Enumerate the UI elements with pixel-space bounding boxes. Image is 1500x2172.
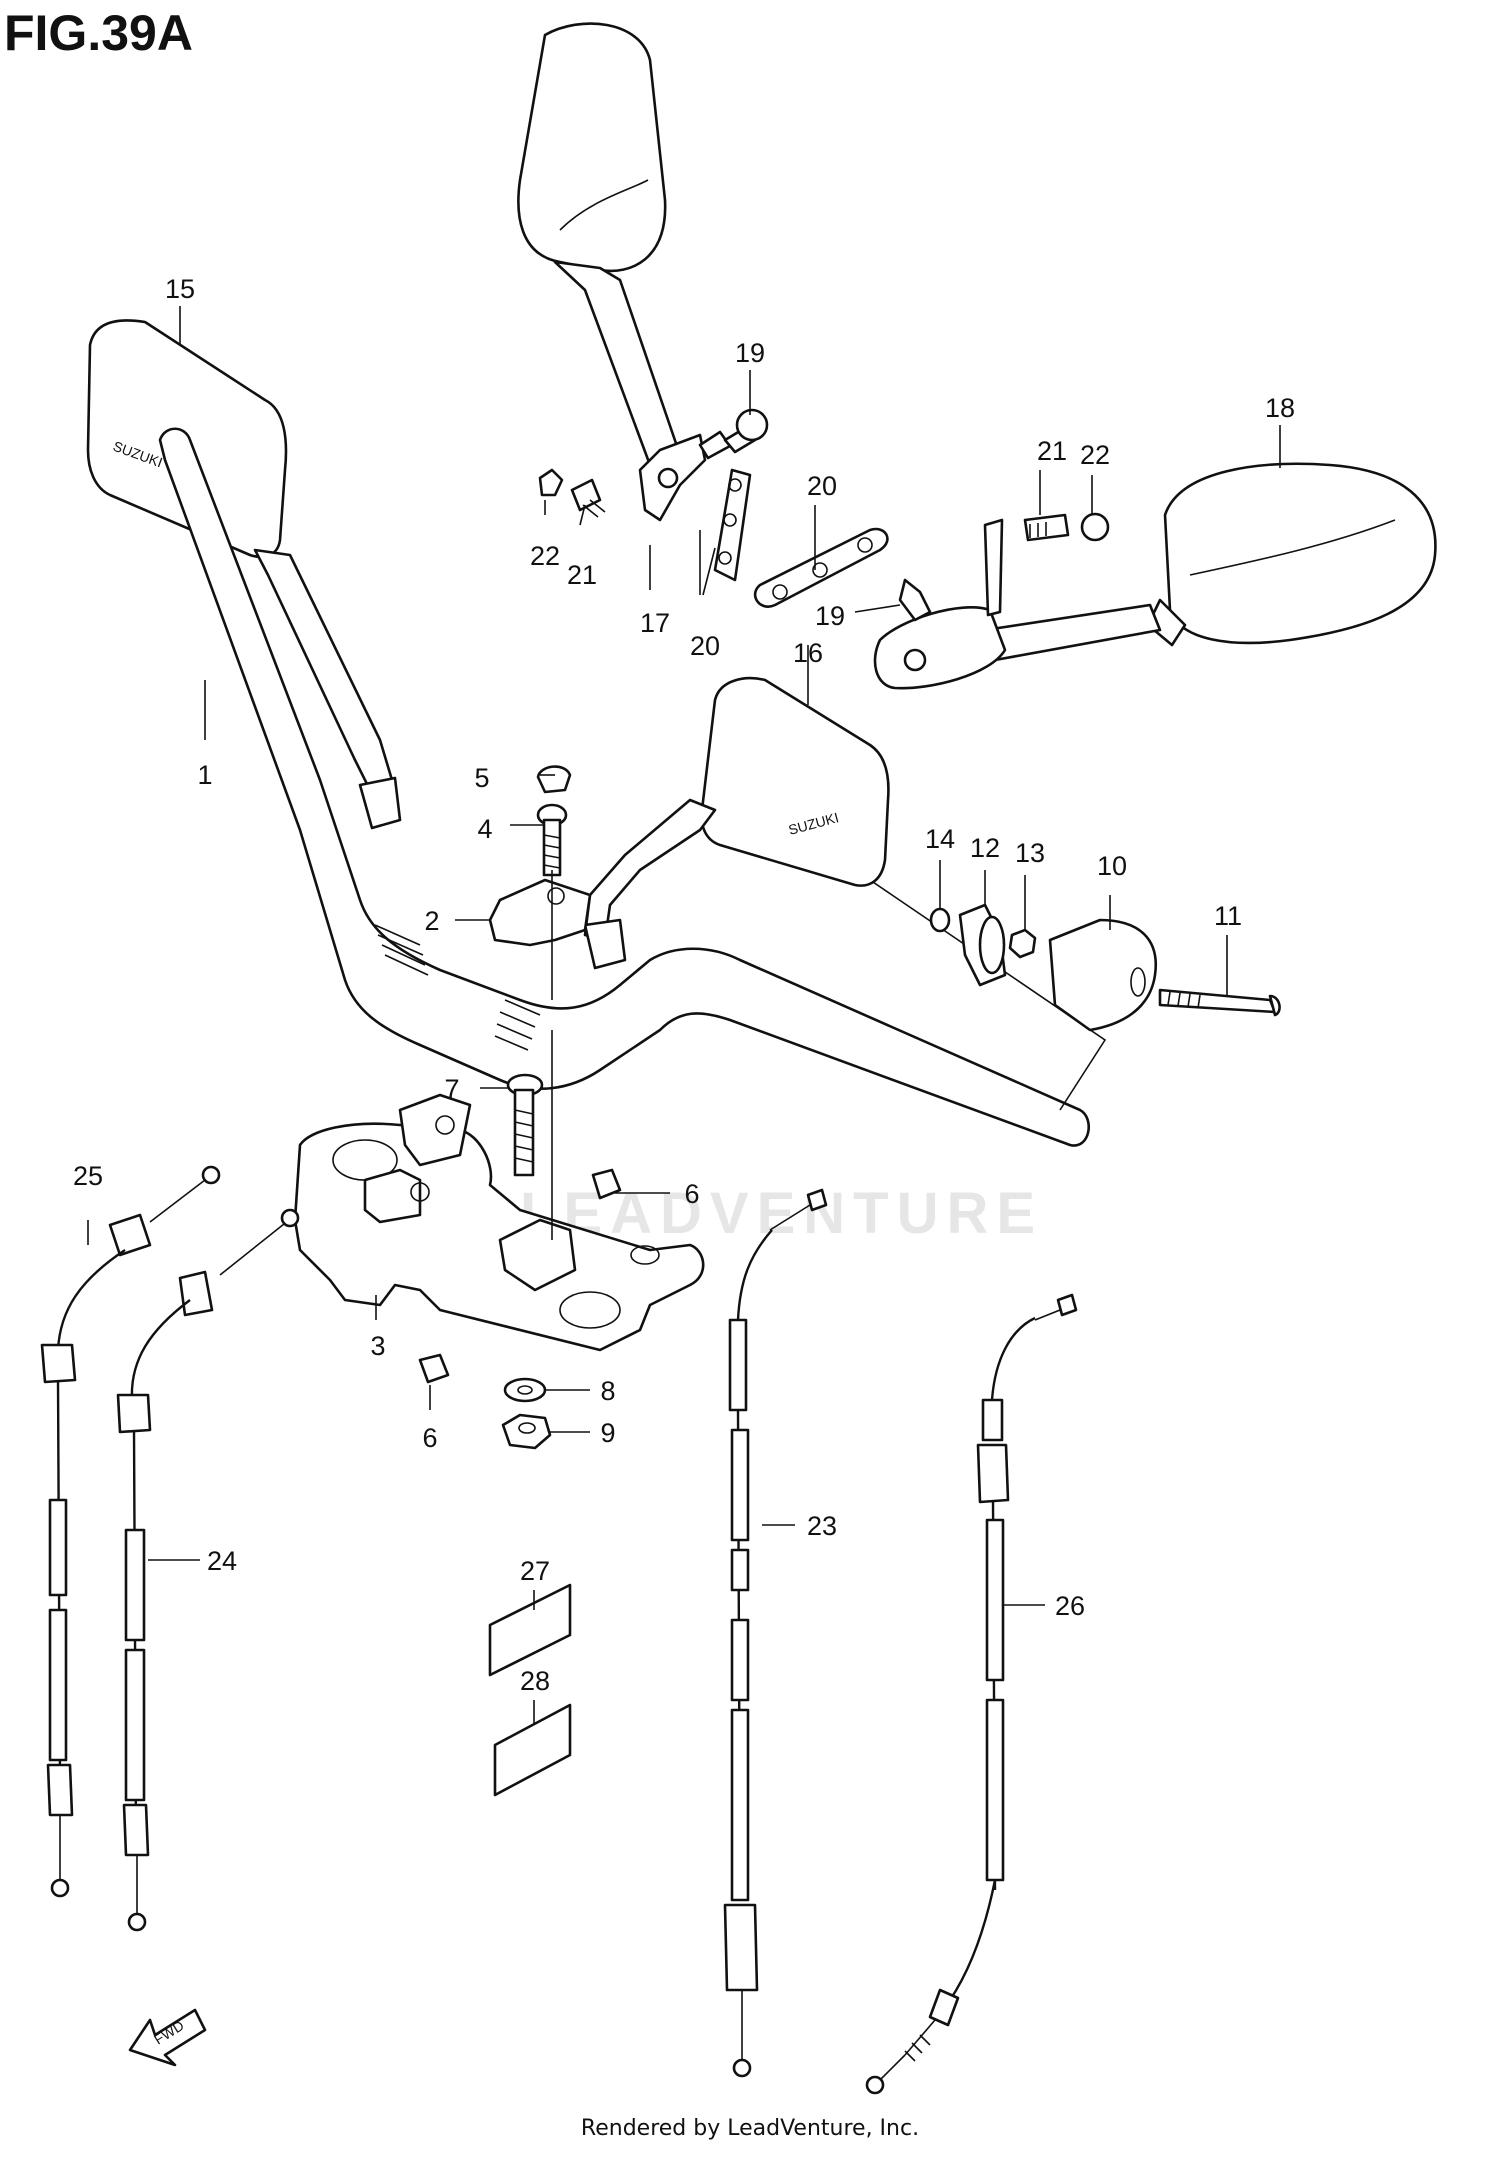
part-21-screw-left: [570, 478, 606, 518]
leader-lines: [87, 306, 1281, 1725]
callout-17: 17: [640, 608, 670, 638]
callout-28: 28: [520, 1666, 550, 1696]
callout-3: 3: [370, 1331, 385, 1361]
mirror-upper-left: [517, 22, 732, 522]
callout-6-lower: 6: [422, 1423, 437, 1453]
callout-26: 26: [1055, 1591, 1085, 1621]
part-8-washer: [503, 1377, 547, 1403]
handlebar: [158, 427, 1107, 1147]
callout-12: 12: [970, 833, 1000, 863]
part-9-nut: [501, 1413, 552, 1450]
callout-20-lower: 20: [807, 471, 837, 501]
cable-23: [723, 1188, 828, 2078]
cable-24: [116, 1208, 300, 1932]
part-22-cap-right: [1080, 512, 1110, 542]
callout-10: 10: [1097, 851, 1127, 881]
callout-23: 23: [807, 1511, 837, 1541]
part-4-bolt: [536, 803, 568, 877]
part-10-weight: [1048, 918, 1158, 1032]
callout-1: 1: [197, 760, 212, 790]
part-13-nut: [1008, 928, 1037, 959]
mirror-center: [583, 676, 890, 970]
callout-13: 13: [1015, 838, 1045, 868]
callout-19-lower: 19: [815, 601, 845, 631]
cable-25: [40, 1165, 221, 1898]
part-19-cap-upper: [723, 408, 769, 454]
callout-22-left: 22: [530, 541, 560, 571]
callout-2: 2: [424, 906, 439, 936]
part-12-spacer: [958, 903, 1007, 987]
part-20-plate-lower: [753, 527, 889, 608]
part-6-damper-upper: [591, 1168, 622, 1200]
part-28-label: [493, 1703, 572, 1797]
part-27-label: [488, 1583, 572, 1677]
part-20-plate-upper: [713, 468, 752, 582]
callout-21-right: 21: [1037, 436, 1067, 466]
callout-19-upper: 19: [735, 338, 765, 368]
callout-6-upper: 6: [684, 1179, 699, 1209]
part-3-holder: [293, 1030, 705, 1352]
callout-14: 14: [925, 824, 955, 854]
callout-18: 18: [1265, 393, 1295, 423]
callout-21-left: 21: [567, 560, 597, 590]
part-5-cap: [536, 765, 572, 794]
callout-labels: 15 19 18 21 22 20 22 21 19 17 20 16 1 5 …: [73, 274, 1295, 1696]
figure-title: FIG.39A: [4, 5, 193, 61]
callout-11: 11: [1214, 901, 1242, 931]
part-22-cap-left: [538, 468, 564, 497]
fwd-arrow-icon: FWD: [128, 2008, 207, 2067]
part-14-washer: [929, 907, 951, 933]
mirror-left: [86, 319, 402, 830]
callout-20-upper: 20: [690, 631, 720, 661]
callout-5: 5: [474, 763, 489, 793]
mirror-right: [873, 462, 1437, 690]
part-2-clamp: [488, 870, 592, 1000]
callout-15: 15: [165, 274, 195, 304]
part-7-bolt: [506, 1073, 544, 1177]
callout-25: 25: [73, 1161, 103, 1191]
callout-16: 16: [793, 638, 823, 668]
callout-4: 4: [477, 814, 492, 844]
part-21-screw-right: [1023, 513, 1070, 542]
callout-7: 7: [444, 1074, 459, 1104]
footer-credit: Rendered by LeadVenture, Inc.: [580, 2116, 920, 2141]
callout-24: 24: [207, 1546, 237, 1576]
part-6-damper-lower: [418, 1353, 450, 1384]
callout-22-right: 22: [1080, 440, 1110, 470]
callout-8: 8: [600, 1376, 615, 1406]
callout-9: 9: [600, 1418, 615, 1448]
cable-26: [865, 1293, 1078, 2095]
part-11-screw: [1158, 988, 1281, 1017]
callout-27: 27: [520, 1556, 550, 1586]
